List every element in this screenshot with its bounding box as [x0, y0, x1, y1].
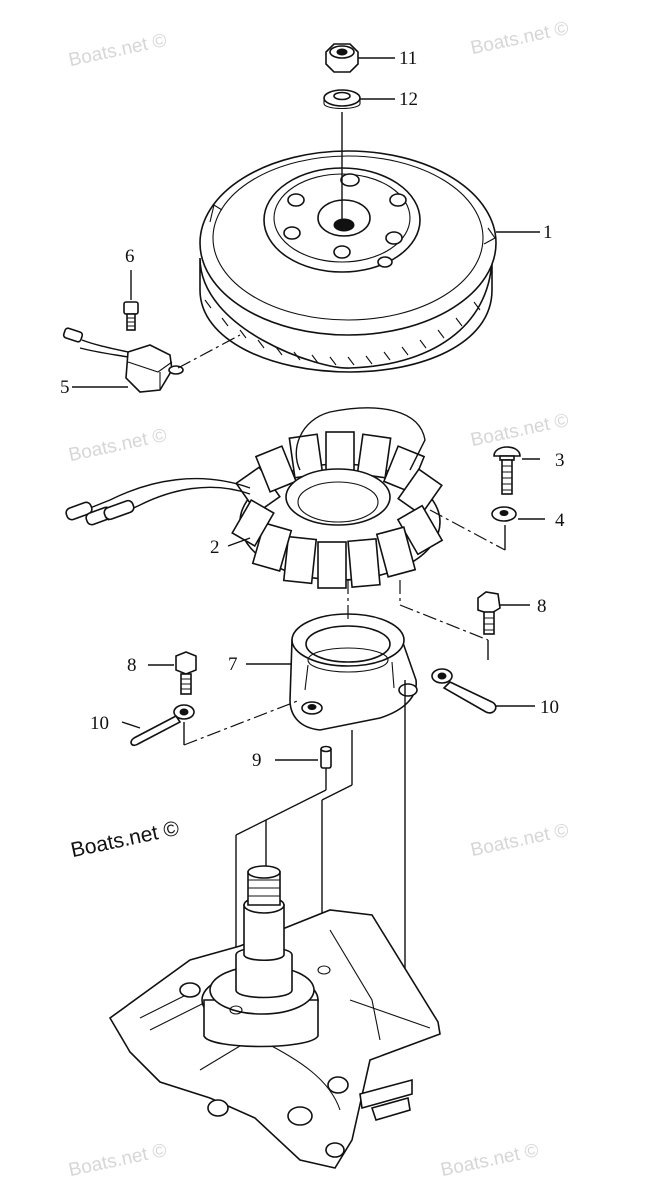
callout-6: 6 [125, 246, 135, 267]
power-head-block [108, 865, 441, 1169]
stator-bolt-right[interactable] [477, 591, 501, 635]
flywheel-washer[interactable] [323, 89, 361, 110]
stator-bolt-left[interactable] [175, 651, 197, 695]
callout-3: 3 [555, 450, 565, 471]
callout-10-left: 10 [90, 713, 109, 734]
callout-9: 9 [252, 750, 262, 771]
stator-washer[interactable] [491, 506, 517, 522]
callout-8-left: 8 [127, 655, 137, 676]
flywheel[interactable] [199, 150, 497, 373]
callout-4: 4 [555, 510, 565, 531]
stator-base[interactable] [289, 613, 418, 731]
flywheel-nut[interactable] [325, 43, 359, 73]
callout-2: 2 [210, 537, 220, 558]
callout-10-right: 10 [540, 697, 559, 718]
callout-12: 12 [399, 89, 418, 110]
callout-7: 7 [228, 654, 238, 675]
stator[interactable] [65, 407, 444, 589]
pulser-coil[interactable] [62, 327, 184, 393]
ground-lead-right[interactable] [431, 668, 497, 714]
callout-8-right: 8 [537, 596, 547, 617]
callout-11: 11 [399, 48, 417, 69]
dowel-pin[interactable] [320, 745, 332, 769]
callout-5: 5 [60, 377, 70, 398]
stator-screw[interactable] [493, 446, 521, 495]
ground-lead-left[interactable] [130, 704, 195, 747]
callout-1: 1 [543, 222, 553, 243]
pulser-coil-bolt[interactable] [123, 301, 139, 331]
